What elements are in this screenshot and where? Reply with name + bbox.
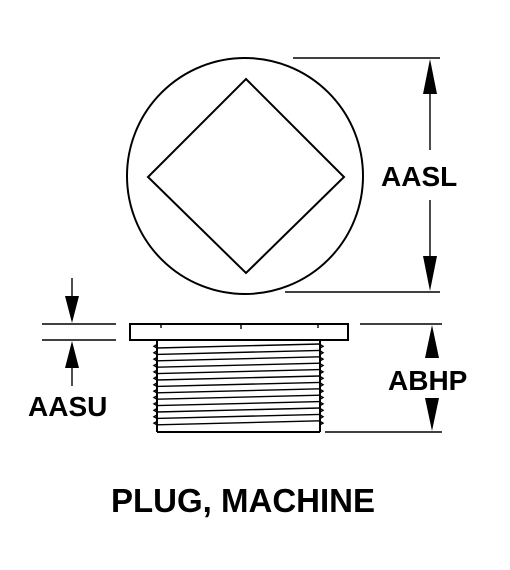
aasl-arrow-up: [423, 59, 437, 94]
thread-notch: [152, 388, 158, 394]
top-view: [126, 57, 364, 295]
abhp-arrow-down: [425, 398, 439, 431]
aasu-arrow-up: [65, 341, 79, 368]
thread-notch: [319, 363, 325, 368]
thread-crest-line: [156, 413, 321, 420]
dimension-aasu: AASU: [28, 278, 116, 422]
abhp-arrow-up: [425, 325, 439, 358]
dimension-aasl: AASL: [285, 57, 457, 293]
thread-crest-line: [156, 349, 321, 356]
thread-crest-line: [156, 407, 321, 413]
thread-crest-line: [156, 368, 321, 375]
thread-notch: [319, 350, 325, 356]
thread-notch: [152, 375, 158, 381]
thread-notch: [152, 363, 158, 368]
plug-flange: [129, 323, 349, 341]
thread-notch: [152, 382, 158, 388]
thread-crest-line: [156, 343, 321, 349]
thread-notch: [152, 395, 158, 400]
thread-notch: [319, 375, 325, 381]
thread-notch: [152, 407, 158, 413]
thread-crest-line: [156, 375, 321, 381]
aasl-label: AASL: [381, 161, 457, 192]
thread-crest-line: [156, 394, 321, 400]
thread-crest-line: [156, 362, 321, 368]
thread-notch: [152, 356, 158, 362]
thread-crest-line: [156, 356, 321, 362]
abhp-label: ABHP: [388, 365, 467, 396]
thread-notch: [319, 407, 325, 413]
thread-crest-line: [156, 420, 321, 426]
thread-notch: [319, 401, 325, 407]
thread-notch: [319, 382, 325, 388]
thread-notch: [319, 420, 325, 426]
thread-crest-line: [156, 400, 321, 407]
thread-notch: [319, 414, 325, 420]
thread-notch: [319, 356, 325, 362]
thread-notch: [319, 369, 325, 375]
thread-notch: [152, 414, 158, 420]
thread-notch: [319, 343, 325, 349]
thread-crests: [152, 343, 325, 426]
aasu-label: AASU: [28, 391, 107, 422]
thread-notch: [152, 343, 158, 349]
plug-head-circle: [126, 57, 364, 295]
aasu-arrow-down: [65, 296, 79, 323]
thread-crest-line: [156, 388, 321, 394]
thread-notch: [152, 350, 158, 356]
thread-notch: [319, 395, 325, 400]
part-title: PLUG, MACHINE: [111, 482, 375, 519]
square-drive-recess: [146, 77, 346, 275]
thread-notch: [152, 401, 158, 407]
side-view: [129, 323, 349, 433]
dimension-abhp: ABHP: [325, 323, 467, 433]
aasl-arrow-down: [423, 256, 437, 291]
thread-crest-line: [156, 381, 321, 388]
thread-notch: [152, 420, 158, 426]
thread-notch: [152, 369, 158, 375]
thread-notch: [319, 388, 325, 394]
